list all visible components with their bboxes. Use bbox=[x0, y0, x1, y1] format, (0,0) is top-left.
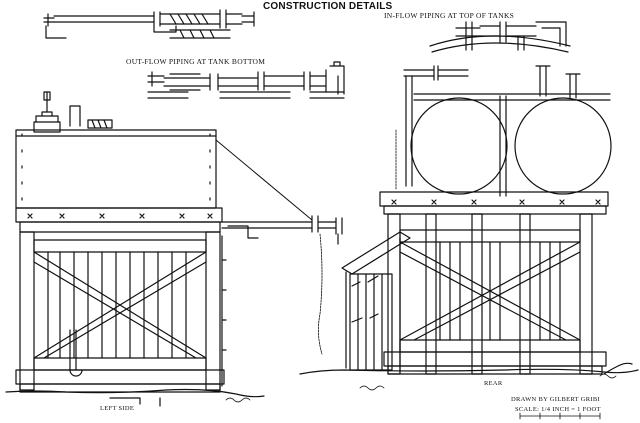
rear-tanks bbox=[396, 66, 611, 196]
left-ground-detail bbox=[110, 398, 160, 406]
left-signature-mark bbox=[226, 398, 250, 402]
inflow-caption: IN-FLOW PIPING AT TOP OF TANKS bbox=[384, 11, 515, 20]
outflow-pipe-detail bbox=[148, 62, 344, 98]
page-title: CONSTRUCTION DETAILS bbox=[263, 1, 393, 12]
scale-note: SCALE: 1/4 INCH = 1 FOOT bbox=[515, 406, 601, 413]
rear-shed bbox=[342, 232, 410, 372]
rear-ground-right bbox=[604, 363, 632, 374]
left-tank bbox=[16, 92, 216, 208]
rear-stand bbox=[380, 192, 608, 374]
inflow-pipe-detail bbox=[430, 22, 570, 52]
scale-bar bbox=[520, 413, 600, 419]
left-stand bbox=[16, 208, 226, 392]
connecting-pipe bbox=[216, 140, 342, 354]
left-side-label: LEFT SIDE bbox=[100, 405, 135, 412]
top-pipe-detail bbox=[44, 10, 254, 38]
rear-ground bbox=[300, 369, 638, 374]
drawn-by-credit: DRAWN BY GILBERT GRIBI bbox=[511, 396, 600, 403]
rear-signature-mark bbox=[360, 386, 384, 390]
rear-right-signature-mark bbox=[600, 374, 616, 378]
left-ground bbox=[6, 390, 264, 397]
outflow-caption: OUT-FLOW PIPING AT TANK BOTTOM bbox=[126, 57, 266, 66]
rear-label: REAR bbox=[484, 380, 503, 387]
